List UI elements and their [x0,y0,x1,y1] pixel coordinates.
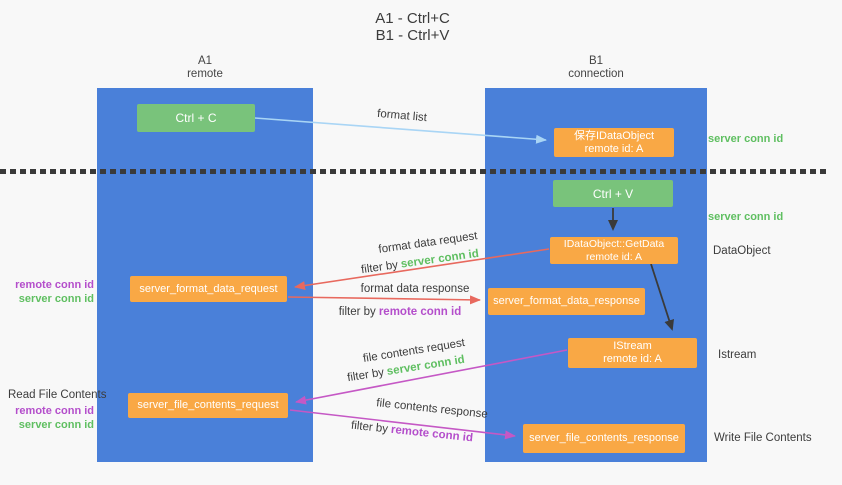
annotation-server-conn-id-top: server conn id [708,133,784,145]
filter-prefix: filter by [360,259,399,277]
lifeline-b1-role: connection [568,68,624,80]
diagram-title: A1 - Ctrl+C B1 - Ctrl+V [330,10,495,44]
lifeline-a1-role: remote [187,68,223,80]
dashed-separator [0,169,830,174]
node-save-dataobject-line1: 保存IDataObject [573,129,655,142]
filter-prefix: filter by [350,419,389,436]
node-file-request-label: server_file_contents_request [137,399,279,411]
filter-key-remote-conn-id: remote conn id [378,306,462,318]
lifeline-header-b1: B1 connection [536,55,656,81]
node-format-response-label: server_format_data_response [493,295,640,307]
edge-label-format-list: format list [376,107,428,125]
annotation-server-conn-id-mid: server conn id [708,211,784,223]
node-getdata-line2: remote id: A [585,250,643,263]
node-format-response: server_format_data_response [488,288,645,315]
annotation-left-conn-ids-1: remote conn id server conn id [8,279,94,306]
edge-label-format-data-response: format data response [360,283,470,295]
filter-key-remote-conn-id: remote conn id [390,423,474,445]
node-ctrl-c: Ctrl + C [137,104,255,132]
filter-prefix: filter by [346,366,385,385]
edge-label-file-contents-response: file contents response [375,397,489,421]
node-format-request-label: server_format_data_request [139,282,278,295]
filter-prefix: filter by [338,306,376,318]
annotation-write-file-contents: Write File Contents [714,432,812,444]
node-format-request: server_format_data_request [130,276,287,302]
node-ctrl-v: Ctrl + V [553,180,673,207]
title-line-1: A1 - Ctrl+C [375,10,450,27]
lifeline-a1-id: A1 [197,55,213,67]
title-line-2: B1 - Ctrl+V [375,26,450,44]
annotation-read-file-contents: Read File Contents [8,389,107,401]
annotation-server-conn-id: server conn id [18,292,94,305]
node-save-dataobject-line2: remote id: A [584,142,644,155]
node-file-response: server_file_contents_response [523,424,685,453]
node-istream-line1: IStream [613,340,652,352]
arrow-format-data-response [287,295,481,305]
annotation-server-conn-id: server conn id [18,418,94,431]
annotation-left-conn-ids-2: remote conn id server conn id [8,405,94,432]
node-save-dataobject: 保存IDataObject remote id: A [554,128,674,157]
node-file-response-label: server_file_contents_response [529,432,679,444]
node-getdata-line1: IDataObject::GetData [563,238,665,250]
lifeline-header-a1: A1 remote [145,55,265,81]
annotation-istream: Istream [718,349,757,361]
lifeline-b1-id: B1 [588,55,604,67]
annotation-remote-conn-id: remote conn id [15,279,94,291]
node-istream-line2: remote id: A [603,353,662,365]
annotation-remote-conn-id: remote conn id [15,405,94,417]
node-ctrl-v-label: Ctrl + V [592,186,634,201]
node-getdata: IDataObject::GetData remote id: A [550,237,678,264]
node-file-request: server_file_contents_request [128,393,288,418]
node-ctrl-c-label: Ctrl + C [175,111,217,125]
annotation-dataobject: DataObject [713,245,771,257]
node-istream: IStream remote id: A [568,338,697,368]
